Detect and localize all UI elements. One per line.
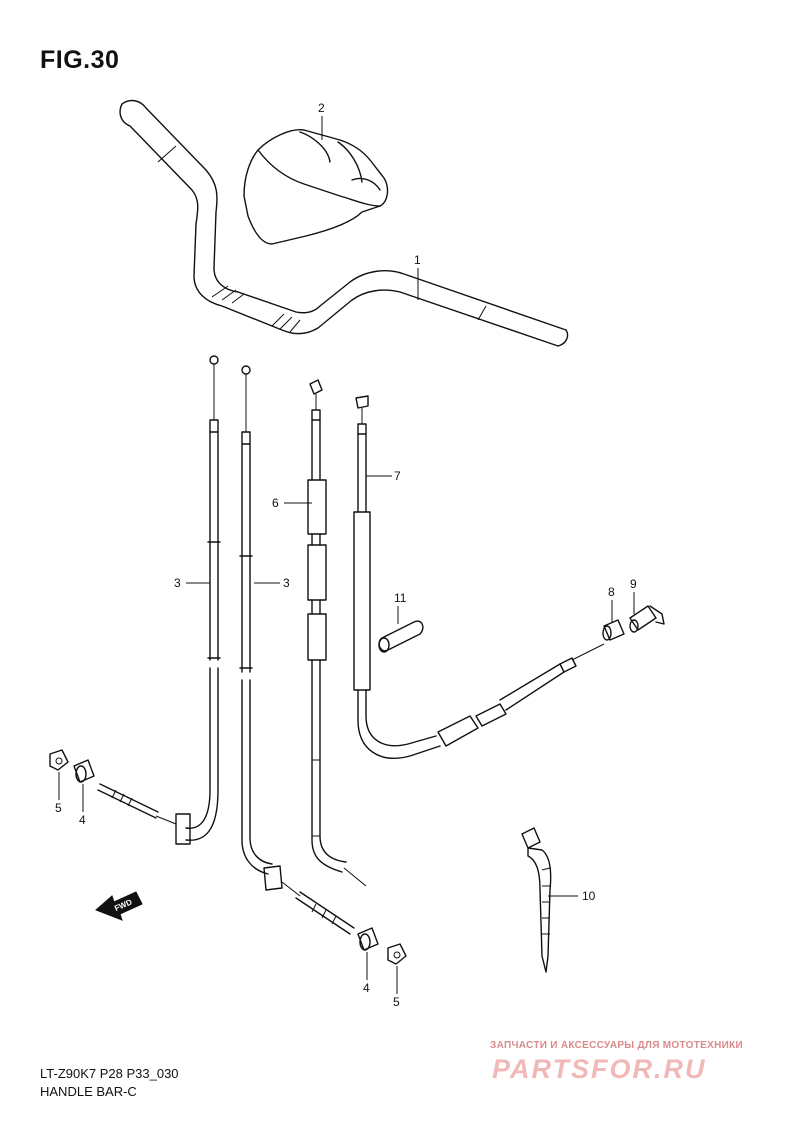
callout-4-right: 4 [363, 981, 370, 995]
callout-9: 9 [630, 577, 637, 591]
callout-3-left: 3 [174, 576, 181, 590]
callout-1: 1 [414, 253, 421, 267]
throttle-cable-left [97, 355, 221, 845]
figure-title: FIG.30 [40, 46, 120, 74]
callout-10: 10 [582, 889, 596, 903]
callout-3-right: 3 [283, 576, 290, 590]
forward-arrow-icon: FWD [95, 891, 143, 921]
handlebar [119, 99, 569, 347]
watermark-logo: PARTSFOR.RU [492, 1054, 707, 1084]
cable-6 [307, 379, 367, 887]
callout-5-right: 5 [393, 995, 400, 1009]
callout-11: 11 [394, 591, 407, 605]
model-code: LT-Z90K7 P28 P33_030 [40, 1066, 179, 1081]
watermark-tagline: ЗАПЧАСТИ И АКСЕССУАРЫ ДЛЯ МОТОТЕХНИКИ [490, 1040, 743, 1051]
nut-right [387, 943, 407, 965]
throttle-cable-right [239, 365, 355, 935]
handlebar-cover [243, 128, 389, 245]
callout-4-left: 4 [79, 813, 86, 827]
callout-6: 6 [272, 496, 279, 510]
cable-clamp [521, 827, 552, 973]
adjuster-left [73, 759, 95, 783]
callout-8: 8 [608, 585, 615, 599]
cable-7 [353, 395, 605, 759]
callout-2: 2 [318, 101, 325, 115]
callout-7: 7 [394, 469, 401, 483]
leader-lines [58, 116, 635, 994]
part-9 [629, 605, 665, 633]
adjuster-right [357, 927, 379, 951]
section-name: HANDLE BAR-C [40, 1084, 137, 1099]
part-8 [602, 619, 625, 641]
cable-guide [378, 620, 424, 653]
nut-left [49, 749, 69, 771]
callout-5-left: 5 [55, 801, 62, 815]
